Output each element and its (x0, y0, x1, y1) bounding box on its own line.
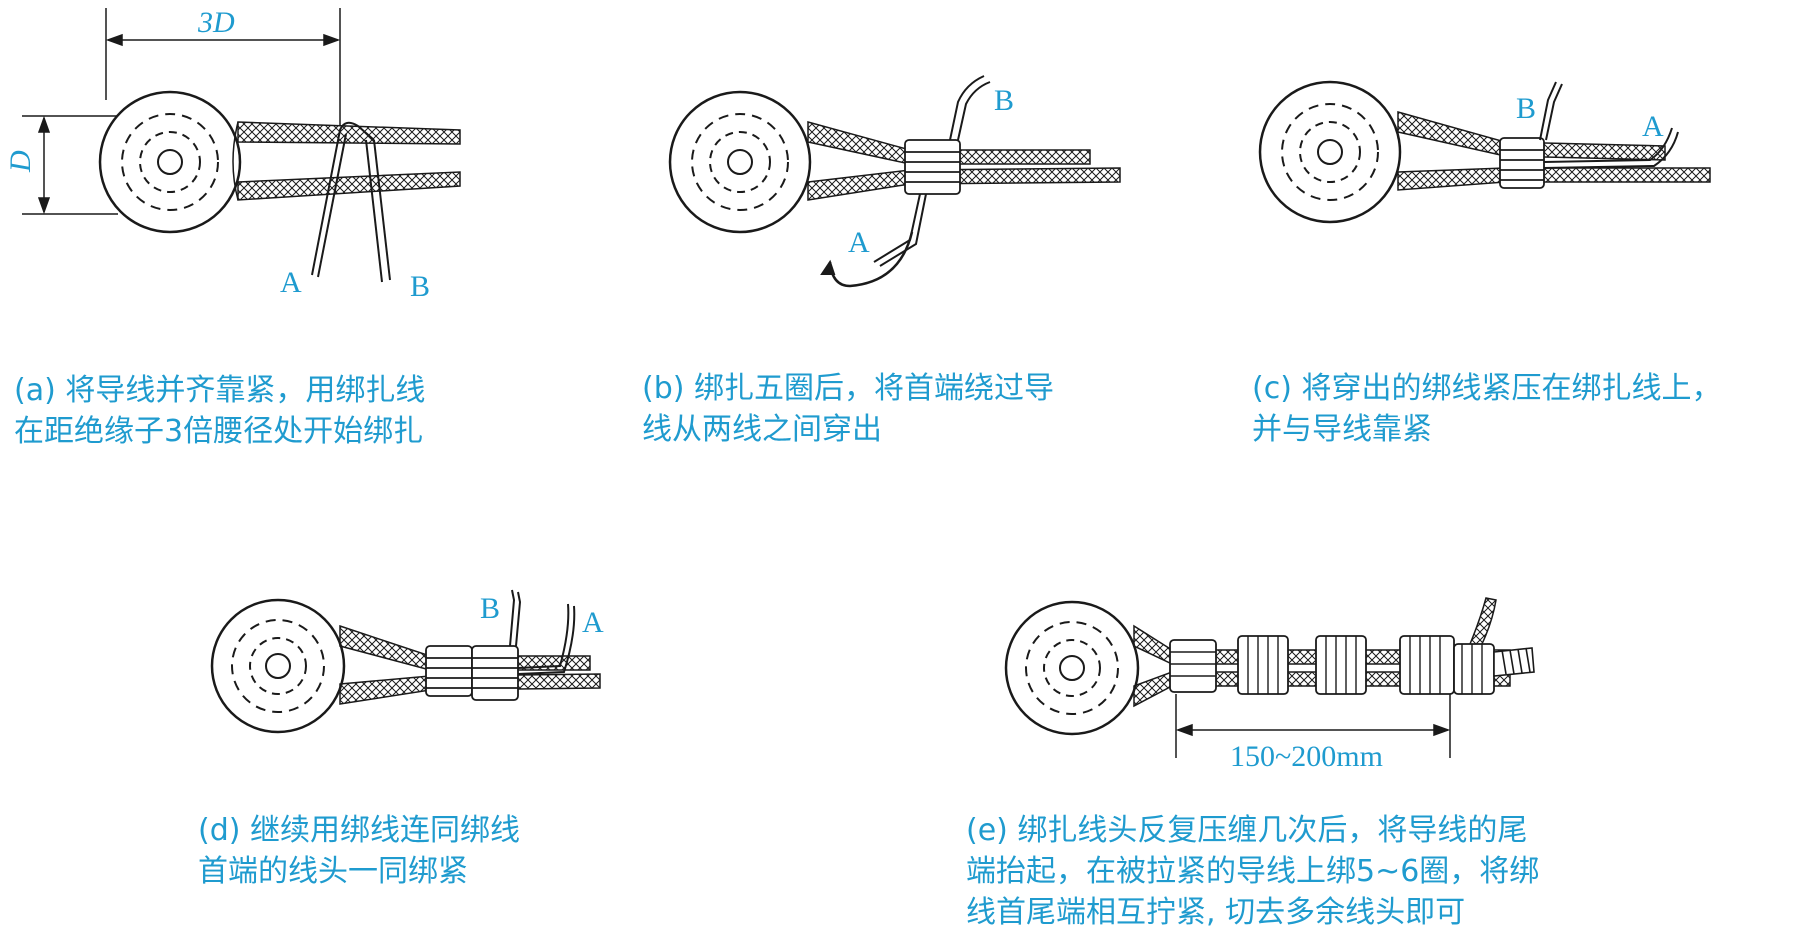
caption-b-line-2: 线从两线之间穿出 (642, 412, 882, 447)
caption-e-line-2: 端抬起，在被拉紧的导线上绑5~6圈，将绑 (966, 854, 1540, 889)
caption-a-line-1: (a) 将导线并齐靠紧，用绑扎线 (14, 373, 426, 408)
label-b: B (1516, 92, 1536, 125)
twisted-end (1493, 647, 1535, 677)
label-d: D (4, 150, 37, 173)
conductor-wires (232, 121, 461, 201)
insulator (210, 598, 346, 734)
caption-b: (b) 绑扎五圈后，将首端绕过导 线从两线之间穿出 (642, 368, 1054, 450)
caption-c-line-2: 并与导线靠紧 (1252, 412, 1432, 447)
conductor-wires (807, 121, 1121, 201)
label-a: A (1642, 110, 1664, 143)
caption-c-line-1: (c) 将穿出的绑线紧压在绑扎线上， (1252, 371, 1722, 406)
binding-wire (1539, 81, 1679, 169)
caption-e-line-3: 线首尾端相互拧紧, 切去多余线头即可 (966, 895, 1466, 930)
panel-c-illustration: B A (1258, 80, 1711, 224)
caption-b-line-1: (b) 绑扎五圈后，将首端绕过导 (642, 371, 1054, 406)
label-a: A (848, 226, 870, 259)
insulator (668, 90, 812, 234)
binding-wire (311, 121, 391, 283)
insulator (1004, 600, 1140, 736)
label-a: A (280, 266, 302, 299)
caption-c: (c) 将穿出的绑线紧压在绑扎线上， 并与导线靠紧 (1252, 368, 1721, 450)
caption-d-line-2: 首端的线头一同绑紧 (198, 854, 468, 889)
binding-wire (509, 589, 576, 675)
label-a: A (582, 606, 604, 639)
label-b: B (994, 84, 1014, 117)
panel-a-illustration: 3D D A B (4, 6, 461, 303)
caption-a: (a) 将导线并齐靠紧，用绑扎线 在距绝缘子3倍腰径处开始绑扎 (14, 370, 425, 452)
panel-e-illustration: 150~200mm (1004, 597, 1535, 773)
label-b: B (480, 592, 500, 625)
caption-d: (d) 继续用绑线连同绑线 首端的线头一同绑紧 (198, 810, 520, 892)
binding-coil (425, 645, 519, 701)
insulator (98, 90, 242, 234)
caption-d-line-1: (d) 继续用绑线连同绑线 (198, 813, 520, 848)
label-3d: 3D (197, 6, 235, 39)
panel-b-illustration: B A (668, 75, 1121, 288)
dimension-150-200 (1175, 694, 1451, 758)
caption-e: (e) 绑扎线头反复压缠几次后，将导线的尾 端抬起，在被拉紧的导线上绑5~6圈，… (966, 810, 1539, 933)
dimension-d (22, 115, 118, 215)
caption-a-line-2: 在距绝缘子3倍腰径处开始绑扎 (14, 414, 424, 449)
label-dimension-length: 150~200mm (1230, 740, 1383, 773)
dimension-3d (105, 8, 341, 125)
panel-d-illustration: B A (210, 589, 604, 734)
label-b: B (410, 270, 430, 303)
binding-coils (1169, 635, 1495, 695)
insulator (1258, 80, 1402, 224)
binding-wire (820, 75, 991, 288)
binding-coil (904, 139, 961, 195)
binding-coil (1499, 137, 1545, 189)
caption-e-line-1: (e) 绑扎线头反复压缠几次后，将导线的尾 (966, 813, 1528, 848)
